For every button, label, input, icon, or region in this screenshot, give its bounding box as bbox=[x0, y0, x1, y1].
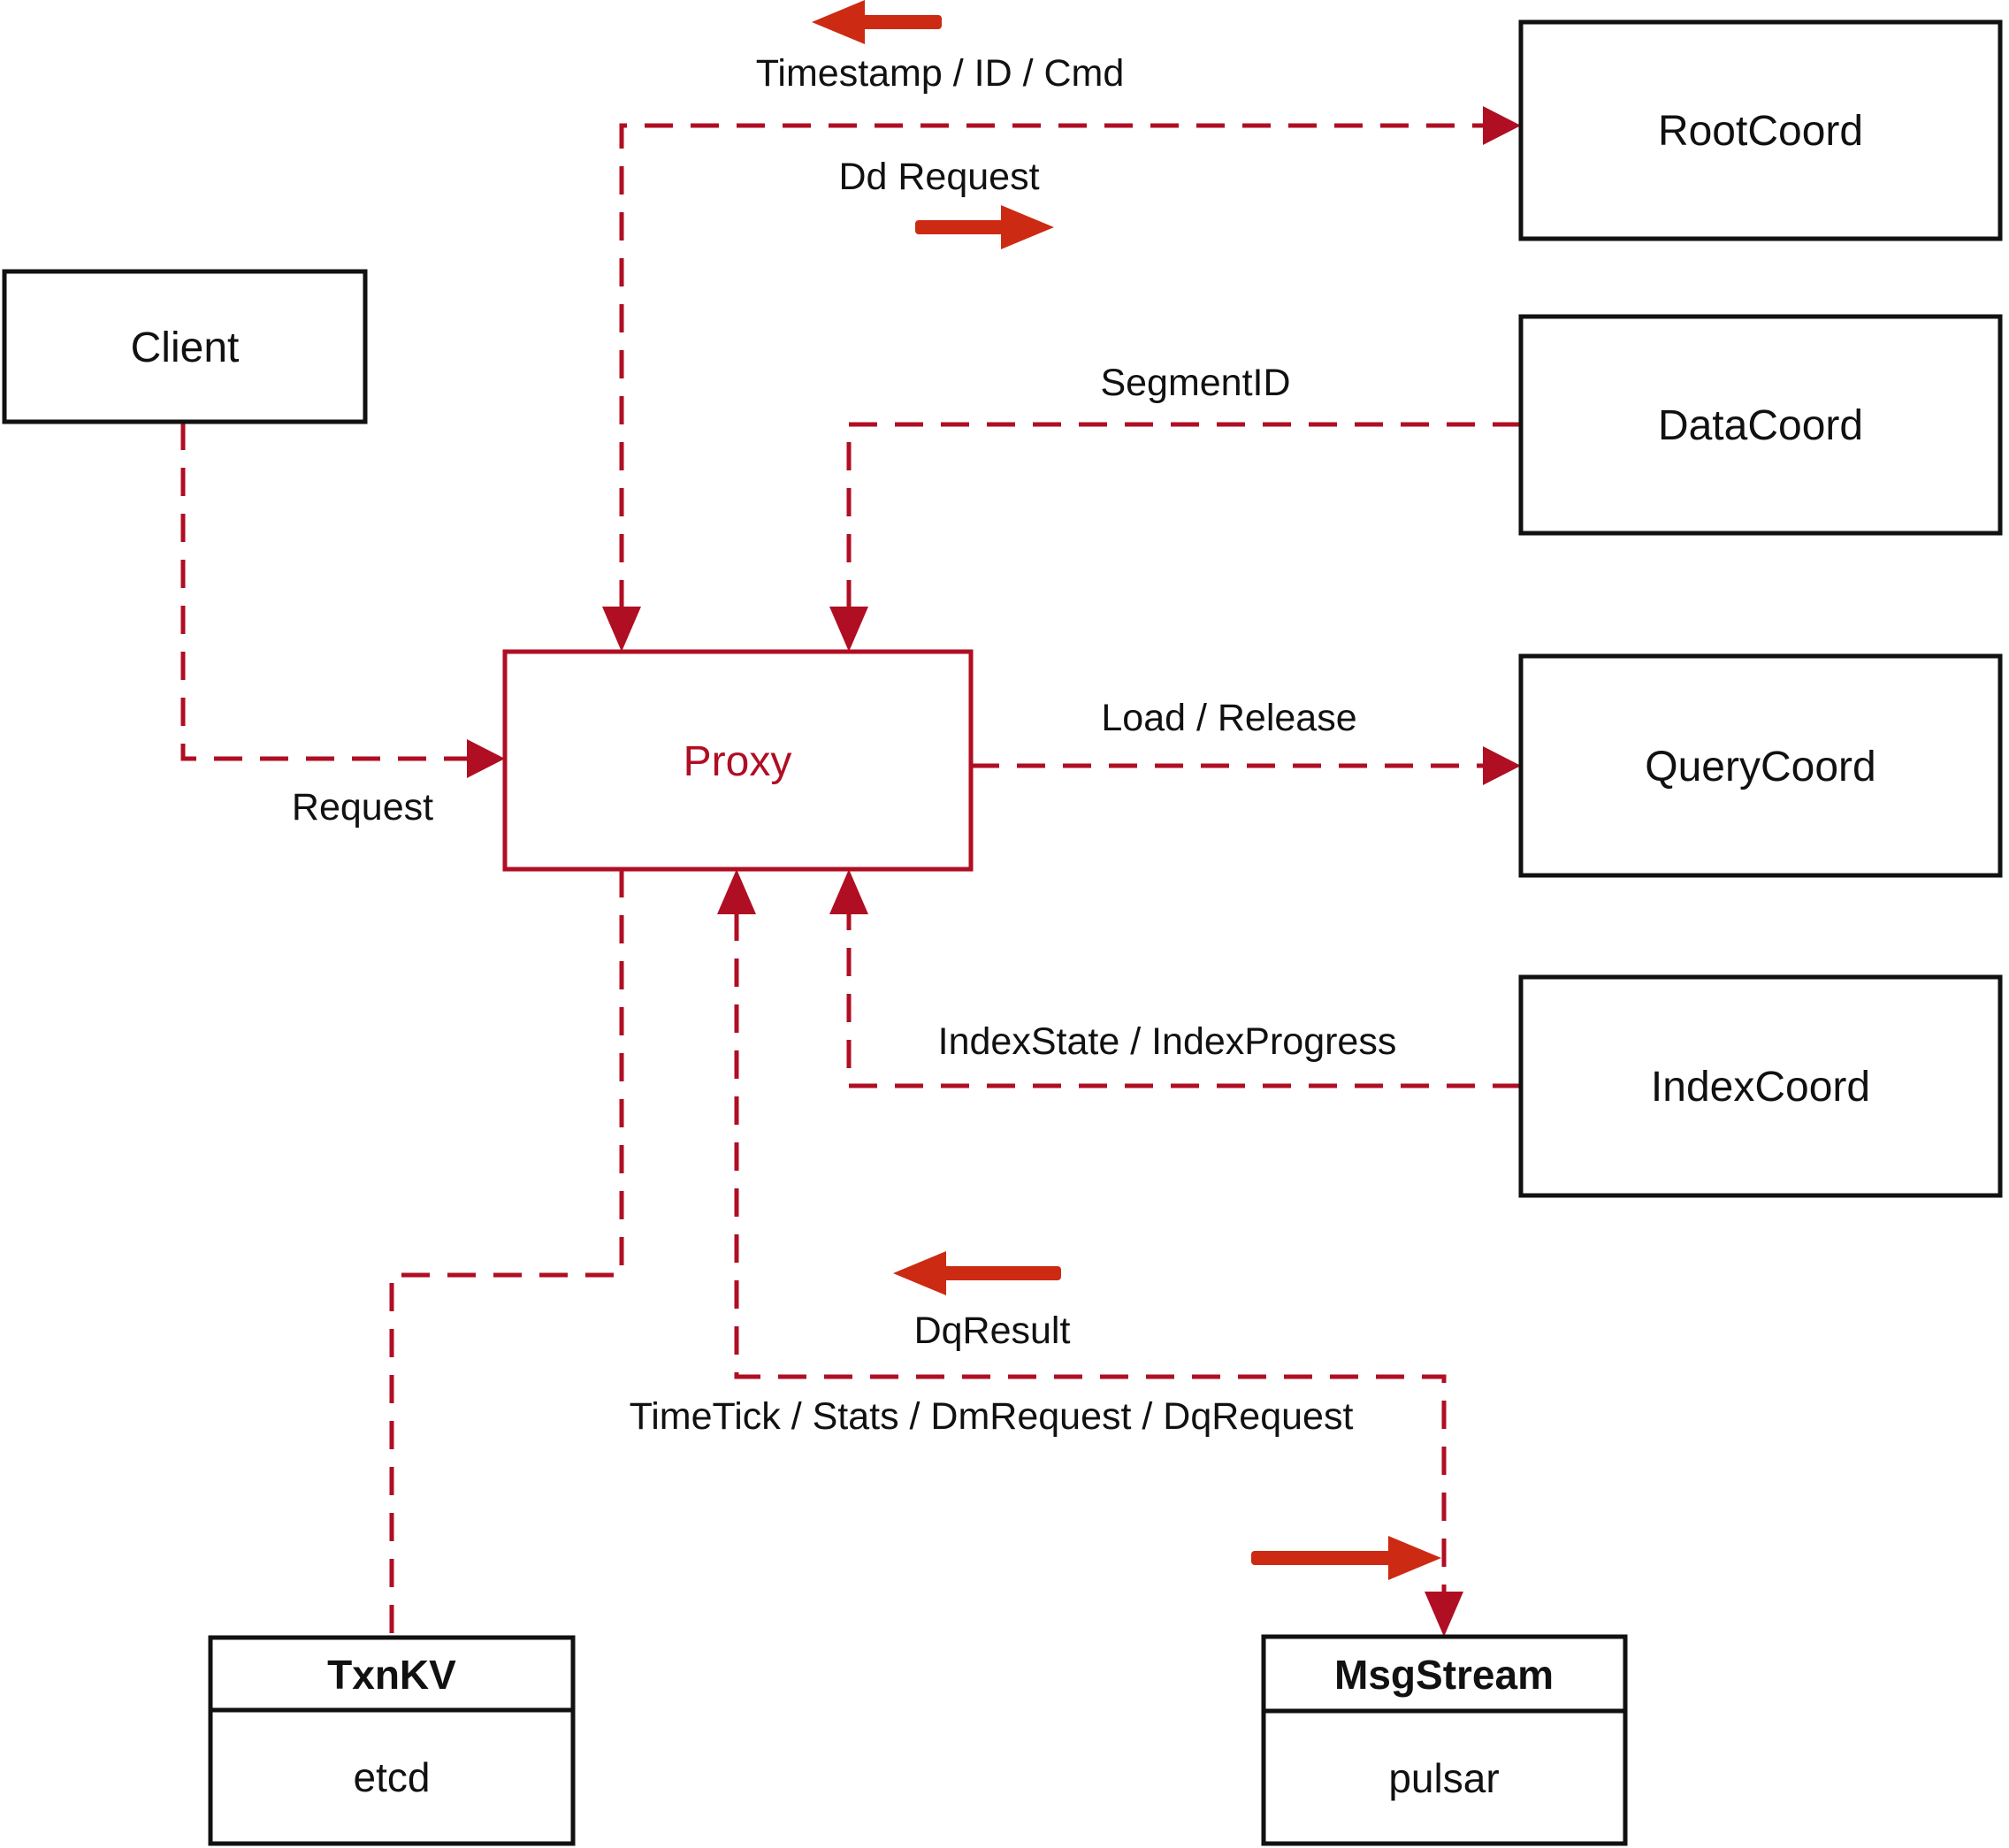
proxy-label: Proxy bbox=[684, 738, 792, 785]
arrowhead-into-querycoord bbox=[1483, 746, 1521, 785]
msgstream-subtitle: pulsar bbox=[1388, 1755, 1499, 1801]
indexcoord-label: IndexCoord bbox=[1651, 1064, 1870, 1111]
rootcoord-label: RootCoord bbox=[1658, 108, 1863, 155]
node-proxy: Proxy bbox=[502, 649, 974, 872]
node-client: Client bbox=[2, 269, 368, 424]
txnkv-title: TxnKV bbox=[327, 1652, 456, 1698]
edge-proxy-to-txnkv bbox=[389, 869, 624, 1638]
arrowhead-into-proxy-left bbox=[467, 739, 505, 778]
node-msgstream: MsgStream pulsar bbox=[1261, 1634, 1628, 1846]
edge-label-dd-request: Dd Request bbox=[838, 156, 1039, 198]
node-datacoord: DataCoord bbox=[1518, 314, 2003, 536]
edge-datacoord-to-proxy bbox=[846, 422, 1521, 608]
edge-label-index-state: IndexState / IndexProgress bbox=[938, 1020, 1397, 1063]
client-label: Client bbox=[131, 325, 240, 371]
arrowhead-into-proxy-top-left bbox=[602, 607, 641, 652]
edge-proxy-to-msgstream bbox=[734, 913, 1447, 1593]
edge-proxy-to-rootcoord bbox=[619, 123, 1483, 608]
timestamp-direction-arrow-left bbox=[812, 0, 942, 44]
arrowhead-into-rootcoord bbox=[1483, 106, 1521, 145]
edge-label-timestamp-id-cmd: Timestamp / ID / Cmd bbox=[756, 52, 1125, 95]
edge-label-dq-result: DqResult bbox=[914, 1310, 1071, 1352]
txnkv-subtitle: etcd bbox=[354, 1754, 431, 1800]
edge-label-segment-id: SegmentID bbox=[1100, 362, 1290, 404]
node-txnkv: TxnKV etcd bbox=[208, 1635, 576, 1846]
node-indexcoord: IndexCoord bbox=[1518, 974, 2003, 1198]
arrowhead-into-proxy-bottom-right bbox=[829, 869, 868, 914]
node-querycoord: QueryCoord bbox=[1518, 653, 2003, 878]
dq-result-direction-arrow-left bbox=[893, 1251, 1061, 1295]
arrowhead-into-proxy-bottom-left bbox=[717, 869, 756, 914]
edge-label-request: Request bbox=[292, 786, 433, 829]
dd-request-direction-arrow-right bbox=[915, 205, 1054, 249]
arrowhead-into-proxy-top-right bbox=[829, 607, 868, 652]
edge-indexcoord-to-proxy bbox=[846, 913, 1521, 1088]
querycoord-label: QueryCoord bbox=[1645, 744, 1875, 790]
datacoord-label: DataCoord bbox=[1658, 402, 1863, 449]
time-tick-direction-arrow-right bbox=[1251, 1536, 1441, 1580]
msgstream-title: MsgStream bbox=[1334, 1652, 1554, 1698]
edge-label-time-tick: TimeTick / Stats / DmRequest / DqRequest bbox=[630, 1395, 1354, 1438]
edge-label-load-release: Load / Release bbox=[1101, 697, 1356, 739]
arrowhead-into-msgstream bbox=[1425, 1592, 1463, 1637]
edge-client-to-proxy bbox=[180, 422, 467, 761]
node-rootcoord: RootCoord bbox=[1518, 19, 2003, 241]
